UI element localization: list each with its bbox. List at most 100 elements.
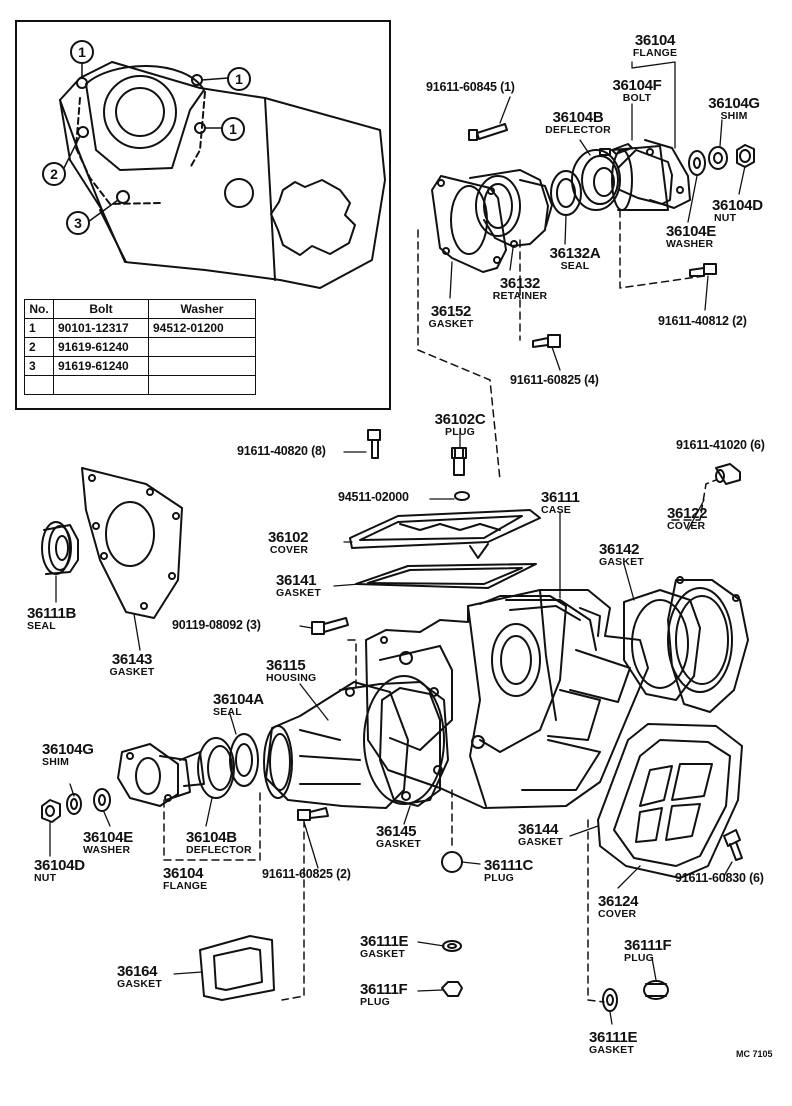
part-name: BOLT	[622, 92, 652, 104]
part-name: NUT	[34, 872, 57, 884]
bolt-label-60825-2: 91611-60825 (2)	[262, 867, 351, 881]
bolt-40820	[367, 429, 381, 459]
part-name: DEFLECTOR	[186, 844, 252, 856]
plug-36102C	[451, 447, 470, 501]
gasket-36144	[597, 723, 743, 879]
part-number: 36104D	[712, 197, 763, 214]
part-number: 36104E	[666, 223, 716, 240]
seal-36111B	[41, 521, 79, 575]
part-number: 36111F	[624, 937, 672, 954]
retainer-36132	[469, 169, 553, 248]
part-name: GASKET	[360, 948, 405, 960]
part-name: GASKET	[599, 556, 644, 568]
table-cell	[148, 337, 256, 357]
part-label-36122: 36122 COVER	[667, 505, 708, 532]
cover-36102	[349, 509, 541, 559]
part-name: GASKET	[518, 836, 563, 848]
diagram-code: MC 7105	[736, 1049, 773, 1059]
table-cell	[24, 375, 54, 395]
table-cell	[53, 375, 149, 395]
part-number: 36122	[667, 505, 708, 522]
part-label-36104D-top: 36104D NUT	[712, 198, 763, 224]
bolt-60845	[468, 123, 508, 141]
part-name: GASKET	[428, 318, 474, 330]
inset-bolt-detail	[15, 20, 391, 410]
table-cell: 1	[24, 318, 54, 338]
housing-36115	[263, 675, 449, 809]
part-name: SEAL	[560, 260, 590, 272]
part-label-36111E-mid: 36111E GASKET	[360, 934, 409, 960]
case-36111	[365, 589, 649, 809]
part-number: 36115	[266, 657, 306, 674]
part-label-36111B: 36111B SEAL	[27, 606, 76, 632]
part-label-36111C: 36111C PLUG	[484, 858, 533, 884]
bolt-label-60845: 91611-60845 (1)	[426, 80, 515, 94]
part-label-36144: 36144 GASKET	[518, 822, 563, 848]
part-number: 36104A	[213, 691, 264, 708]
gasket-36141	[355, 563, 537, 589]
table-cell: 2	[24, 337, 54, 357]
part-label-36104B-top: 36104B DEFLECTOR	[545, 110, 611, 136]
part-label-36164: 36164 GASKET	[117, 964, 162, 990]
part-label-36104E-top: 36104E WASHER	[666, 224, 716, 250]
part-name: GASKET	[589, 1044, 634, 1056]
inset-leaders	[63, 63, 229, 223]
bolt-label-60825-4: 91611-60825 (4)	[510, 373, 599, 387]
bolt-41020	[715, 463, 741, 485]
part-name: SHIM	[720, 110, 748, 122]
table-row: 3 91619-61240	[24, 356, 256, 376]
part-number: 36145	[376, 823, 417, 840]
part-number: 36104B	[186, 829, 237, 846]
part-number: 36144	[518, 821, 559, 838]
part-label-36132: 36132 RETAINER	[493, 276, 548, 302]
shim-washer-nut-top	[688, 144, 755, 176]
deflector-36104B-bottom	[179, 737, 235, 799]
gasket-36142	[623, 589, 701, 701]
part-label-36141: 36141 GASKET	[276, 573, 321, 599]
part-name: SEAL	[213, 706, 242, 718]
part-label-36104G-bottom: 36104G SHIM	[42, 742, 94, 768]
table-cell: 91619-61240	[53, 356, 149, 376]
plug-36111F-right	[643, 980, 669, 1000]
shim-washer-nut-bottom	[41, 788, 111, 823]
part-label-36111E-right: 36111E GASKET	[589, 1030, 638, 1056]
part-number: 36111F	[360, 981, 408, 998]
part-label-36104A: 36104A SEAL	[213, 692, 264, 718]
gasket-36111E-right	[602, 988, 618, 1012]
part-name: GASKET	[109, 666, 155, 678]
part-name: GASKET	[376, 838, 421, 850]
part-number: 36111B	[27, 605, 77, 622]
part-label-36143: 36143 GASKET	[110, 652, 155, 678]
table-row	[24, 375, 256, 395]
part-label-36124: 36124 COVER	[598, 894, 639, 920]
assembly-dash-lines-bottom	[163, 479, 717, 1003]
part-name: WASHER	[666, 238, 714, 250]
bolt-label-60830: 91611-60830 (6)	[675, 871, 764, 885]
bolt-label-40812: 91611-40812 (2)	[658, 314, 747, 328]
part-name: GASKET	[276, 587, 321, 599]
bolt-40812	[689, 263, 717, 277]
part-name: RETAINER	[492, 290, 548, 302]
part-name: NUT	[714, 212, 737, 224]
part-number: 36111	[541, 489, 580, 506]
part-number: 36111C	[484, 857, 534, 874]
part-number: 36104	[634, 32, 676, 49]
part-number: 36142	[599, 541, 640, 558]
part-name: COVER	[598, 908, 637, 920]
part-label-36111F-right: 36111F PLUG	[624, 937, 672, 964]
assembly-dash-lines-top	[417, 209, 705, 481]
part-label-36102: 36102 COVER	[268, 530, 309, 556]
part-number: 36104F	[612, 77, 662, 94]
col-no: No.	[24, 299, 54, 319]
bolt-washer-table: No. Bolt Washer 1 90101-12317 94512-0120…	[24, 299, 256, 395]
part-number: 36152	[430, 303, 472, 320]
part-label-36111: 36111 CASE	[541, 490, 580, 516]
gasket-36164	[199, 935, 275, 1001]
gasket-36152	[431, 175, 507, 273]
part-number: 36143	[111, 651, 153, 668]
part-name: PLUG	[484, 872, 514, 884]
col-washer: Washer	[148, 299, 256, 319]
plug-36111C	[441, 851, 463, 873]
part-label-36102C: 36102C PLUG	[435, 412, 486, 438]
flange-36104-top	[611, 139, 691, 211]
